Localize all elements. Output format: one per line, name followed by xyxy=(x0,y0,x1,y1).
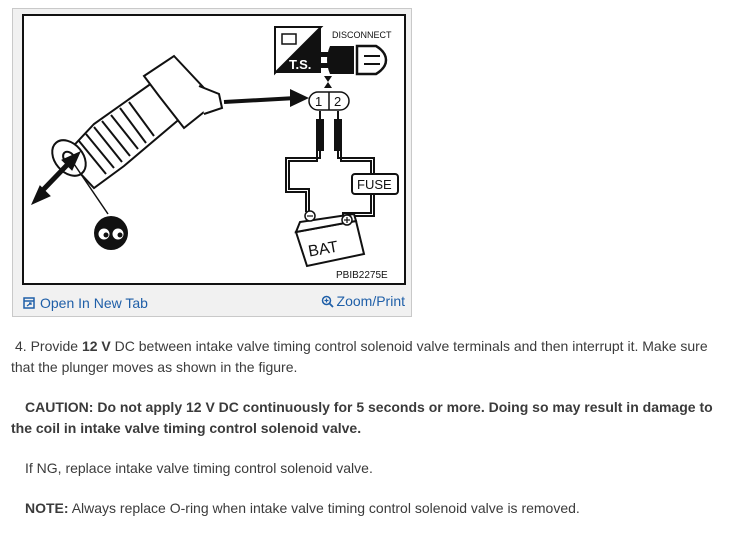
fuse-label: FUSE xyxy=(357,177,392,192)
test-wiring xyxy=(285,111,375,220)
ng-text: If NG, replace intake valve timing contr… xyxy=(25,460,373,476)
step-text: DC between intake valve timing control s… xyxy=(11,338,708,375)
zoom-icon xyxy=(321,295,334,308)
step-number: 4. xyxy=(15,338,27,354)
figure-code: PBIB2275E xyxy=(336,270,388,281)
open-new-tab-icon xyxy=(23,297,35,309)
ts-tester-icon: T.S. xyxy=(274,26,324,76)
battery-label: BAT xyxy=(307,239,340,261)
note-label: NOTE: xyxy=(25,500,69,516)
step-voltage: 12 V xyxy=(81,338,111,354)
terminal-2-label: 2 xyxy=(334,94,341,109)
battery-component: BAT xyxy=(294,210,366,268)
note-text: Always replace O-ring when intake valve … xyxy=(71,500,580,516)
open-new-tab-link[interactable]: Open In New Tab xyxy=(23,295,148,311)
fuse-component: FUSE xyxy=(351,173,399,195)
note-paragraph: NOTE: Always replace O-ring when intake … xyxy=(11,498,723,519)
figure-toolbar: Open In New Tab Zoom/Print xyxy=(13,291,411,315)
caution-text: Do not apply 12 V DC continuously for 5 … xyxy=(11,399,713,436)
caution-label: CAUTION: xyxy=(25,399,94,415)
disconnect-connector-icon xyxy=(320,44,388,76)
step-paragraph: 4. Provide 12 V DC between intake valve … xyxy=(11,336,723,378)
ng-paragraph: If NG, replace intake valve timing contr… xyxy=(11,458,723,479)
disconnect-label: DISCONNECT xyxy=(332,30,392,40)
open-new-tab-label: Open In New Tab xyxy=(40,295,148,311)
zoom-print-label: Zoom/Print xyxy=(336,293,405,309)
solenoid-diagram: T.S. DISCONNECT 1 2 xyxy=(22,14,406,285)
ts-label: T.S. xyxy=(289,57,311,72)
terminal-connector: 1 2 xyxy=(308,76,350,111)
terminal-1-label: 1 xyxy=(315,94,322,109)
plunger-movement-arrow xyxy=(31,151,81,205)
figure-container: T.S. DISCONNECT 1 2 xyxy=(12,8,412,317)
zoom-print-link[interactable]: Zoom/Print xyxy=(321,293,405,309)
connector-arrow xyxy=(223,89,309,107)
step-pre: Provide xyxy=(30,338,79,354)
inspect-goggles-icon xyxy=(94,216,128,250)
caution-paragraph: CAUTION: Do not apply 12 V DC continuous… xyxy=(11,397,723,439)
diagram-svg: T.S. DISCONNECT 1 2 xyxy=(31,26,399,281)
